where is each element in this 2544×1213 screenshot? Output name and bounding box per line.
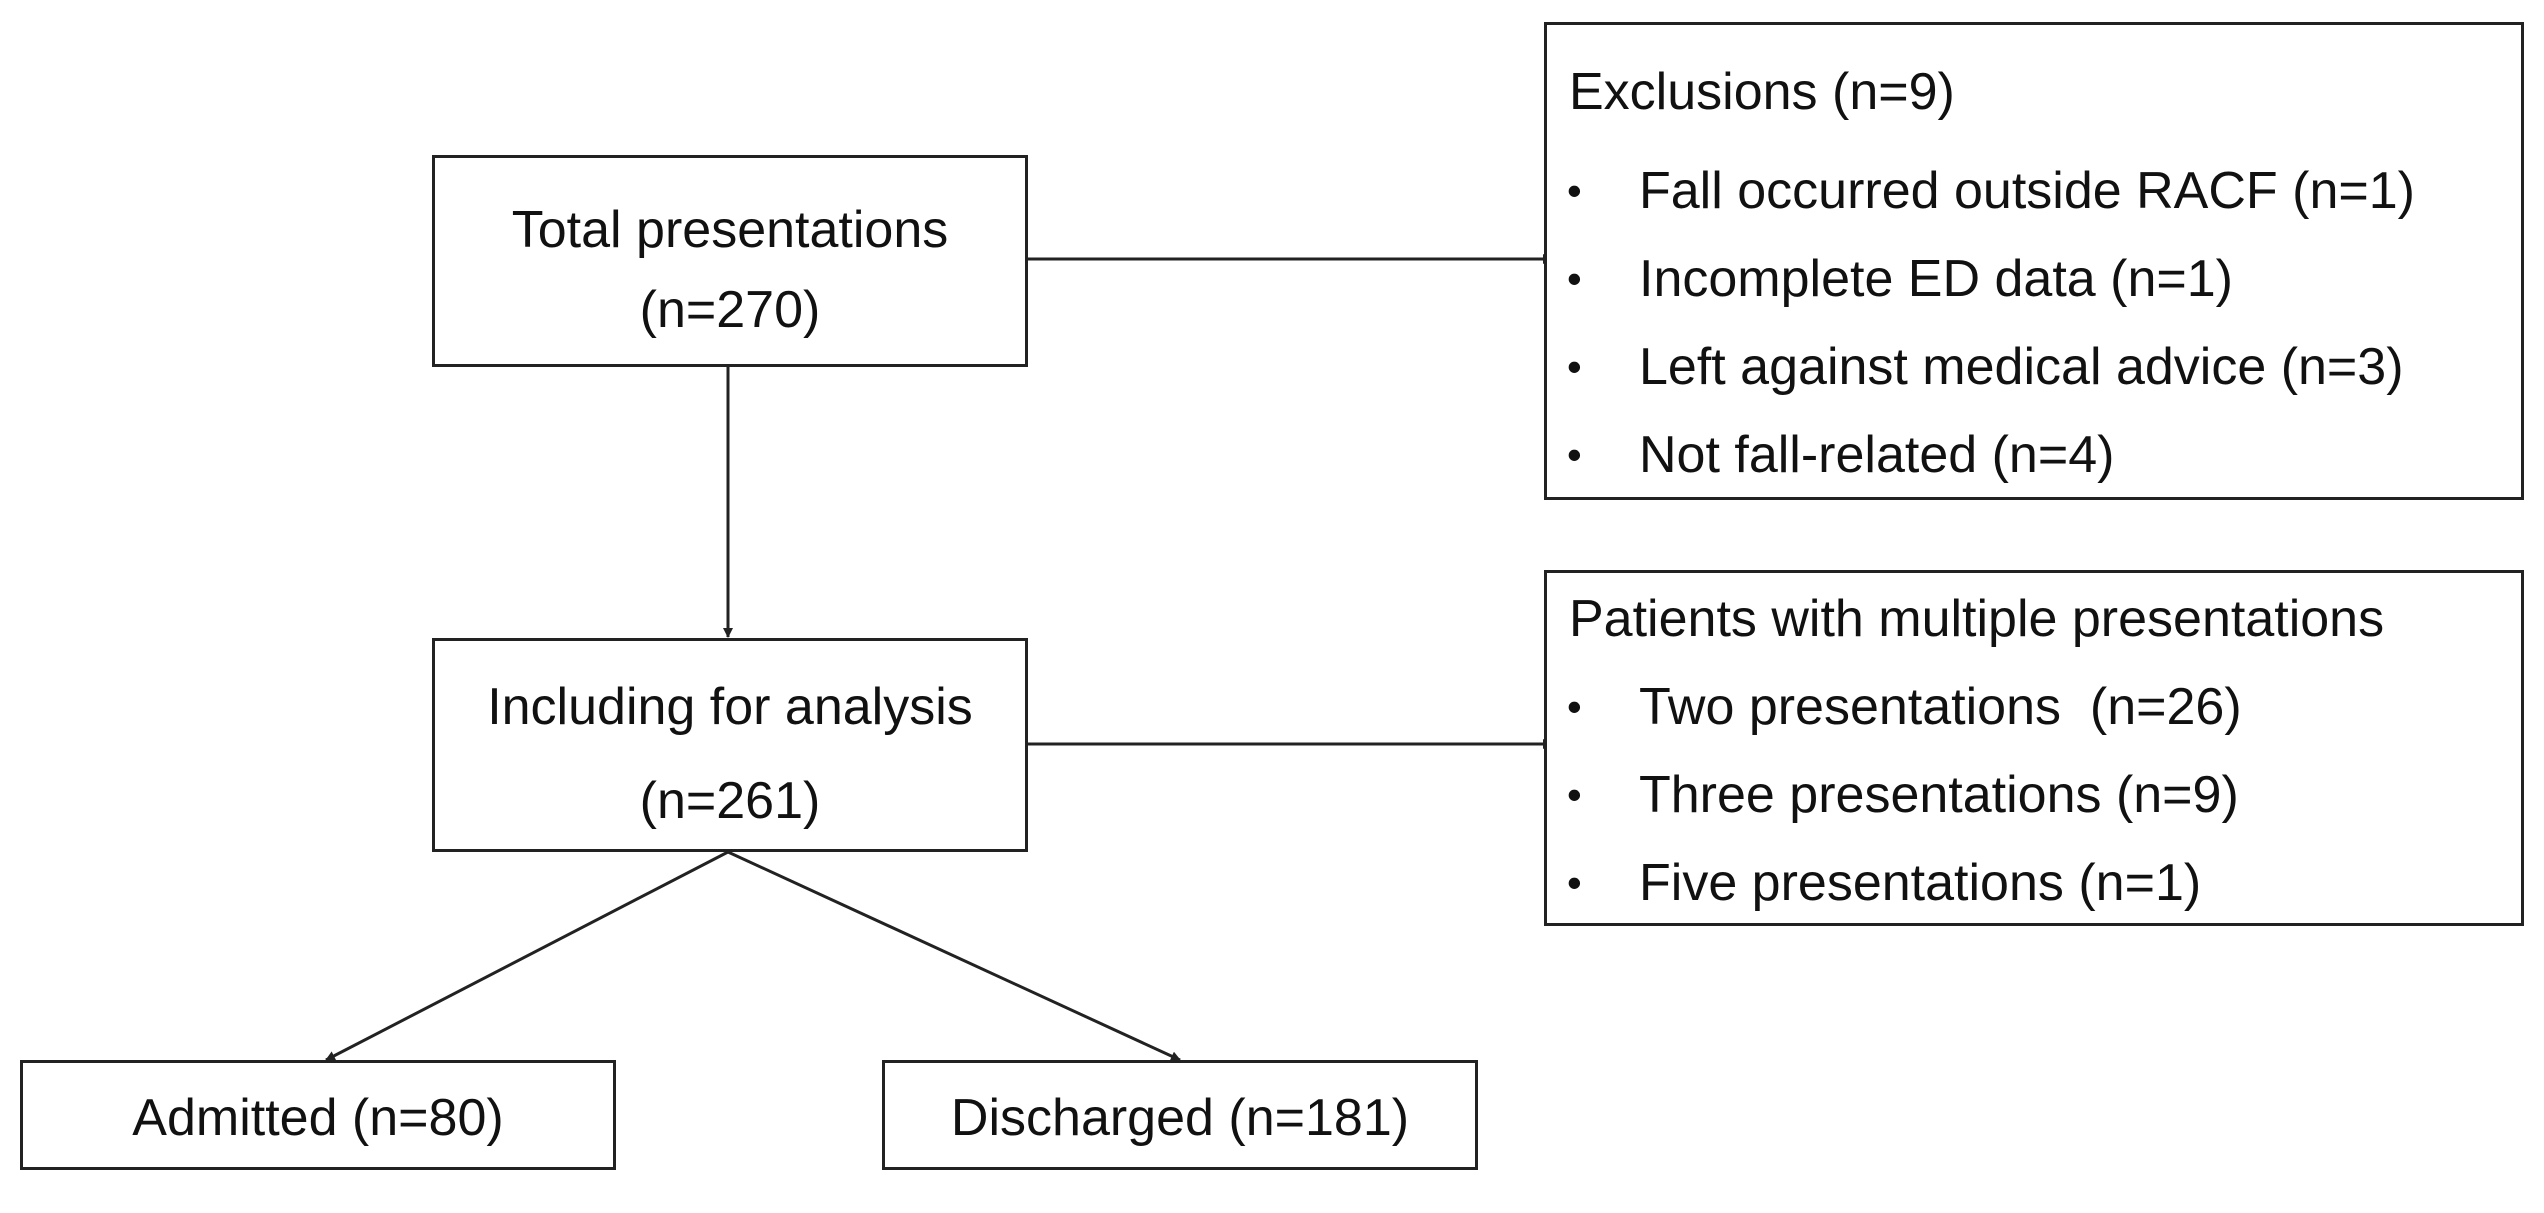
- discharged-label: Discharged (n=181): [950, 1089, 1410, 1147]
- exclusions-bullet-2: •: [1567, 255, 1582, 302]
- included-for-analysis-count: (n=261): [639, 772, 821, 830]
- exclusions-bullet-4: •: [1567, 431, 1582, 478]
- exclusions-bullet-1: •: [1567, 167, 1582, 214]
- arrow-included-to-admitted: [325, 850, 729, 1062]
- multiple-bullet-3: •: [1567, 859, 1582, 906]
- multiple-bullet-1: •: [1567, 683, 1582, 730]
- arrow-included-to-discharged: [727, 850, 1181, 1062]
- multiple-bullet-2: •: [1567, 771, 1582, 818]
- exclusions-item-2: Incomplete ED data (n=1): [1639, 250, 2233, 308]
- discharged-box: Discharged (n=181): [882, 1060, 1478, 1170]
- included-for-analysis-title: Including for analysis: [487, 678, 973, 736]
- exclusions-bullet-3: •: [1567, 343, 1582, 390]
- exclusions-item-4: Not fall-related (n=4): [1639, 426, 2115, 484]
- multiple-item-2: Three presentations (n=9): [1639, 766, 2239, 824]
- admitted-box: Admitted (n=80): [20, 1060, 616, 1170]
- multiple-presentations-title: Patients with multiple presentations: [1569, 590, 2385, 648]
- total-presentations-box: Total presentations (n=270): [432, 155, 1028, 367]
- multiple-item-3: Five presentations (n=1): [1639, 854, 2202, 912]
- exclusions-box: Exclusions (n=9) • Fall occurred outside…: [1544, 22, 2524, 500]
- multiple-item-1: Two presentations (n=26): [1639, 678, 2242, 736]
- multiple-presentations-box: Patients with multiple presentations • T…: [1544, 570, 2524, 926]
- exclusions-item-3: Left against medical advice (n=3): [1639, 338, 2404, 396]
- exclusions-title: Exclusions (n=9): [1569, 63, 1955, 121]
- total-presentations-title: Total presentations: [511, 201, 949, 259]
- total-presentations-count: (n=270): [639, 281, 821, 339]
- included-for-analysis-box: Including for analysis (n=261): [432, 638, 1028, 852]
- exclusions-item-1: Fall occurred outside RACF (n=1): [1639, 162, 2415, 220]
- admitted-label: Admitted (n=80): [132, 1089, 504, 1147]
